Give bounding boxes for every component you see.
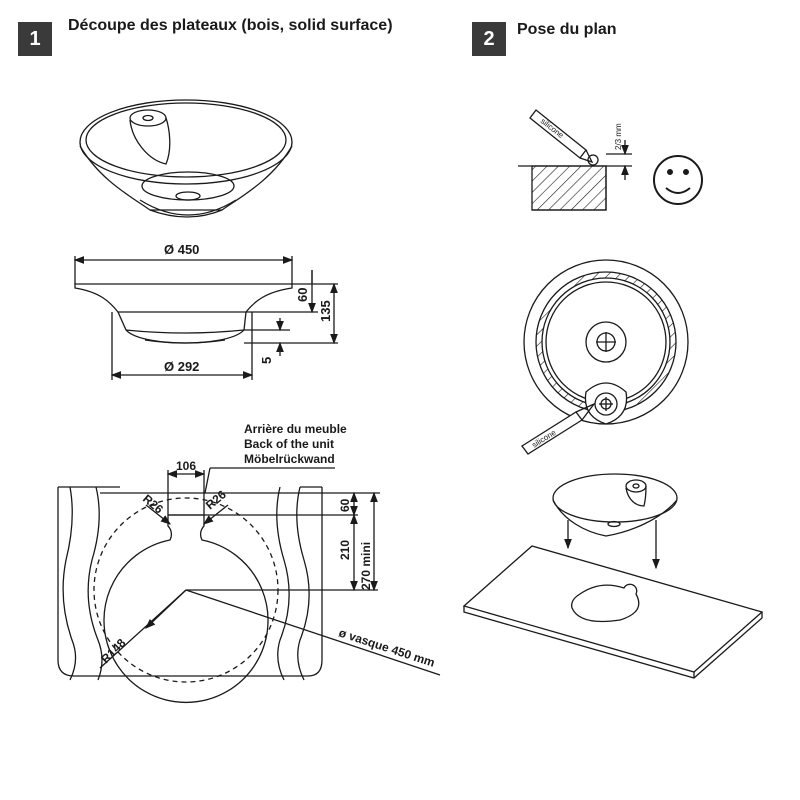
smiley-icon xyxy=(653,155,703,205)
back-of-unit-de: Möbelrückwand xyxy=(244,452,335,466)
dim-diameter-450: Ø 450 xyxy=(164,242,199,257)
dim-depth-270: 270 mini xyxy=(359,542,373,590)
dim-height-135: 135 xyxy=(318,300,333,322)
dim-diameter-292: Ø 292 xyxy=(164,359,199,374)
back-of-unit-en: Back of the unit xyxy=(244,437,334,451)
step-1-badge: 1 xyxy=(18,22,52,56)
dim-height-5: 5 xyxy=(259,357,274,364)
basin-profile-drawing xyxy=(74,283,293,344)
dim-radius-r26-left: R26 xyxy=(140,492,166,517)
cutout-plan-drawing xyxy=(57,486,323,703)
dim-depth-210: 210 xyxy=(338,540,352,560)
basin-placement-drawing xyxy=(462,473,764,679)
step-2-badge: 2 xyxy=(472,22,506,56)
step-1-title: Découpe des plateaux (bois, solid surfac… xyxy=(68,17,393,34)
step-2-title: Pose du plan xyxy=(517,21,617,38)
basin-top-view xyxy=(521,259,689,455)
dim-offset-60: 60 xyxy=(338,498,352,512)
gap-label: 2/3 mm xyxy=(614,123,623,150)
dim-height-60: 60 xyxy=(295,288,310,302)
dim-width-106: 106 xyxy=(176,459,196,473)
silicone-label-top: silicone xyxy=(530,428,558,450)
dim-vasque-450: ø vasque 450 mm xyxy=(337,626,436,670)
dim-radius-r148: R148 xyxy=(98,636,128,666)
silicone-edge-detail xyxy=(518,109,632,211)
dim-radius-r26-right: R26 xyxy=(203,487,229,512)
basin-perspective-drawing xyxy=(79,99,293,218)
back-of-unit-fr: Arrière du meuble xyxy=(244,422,347,436)
